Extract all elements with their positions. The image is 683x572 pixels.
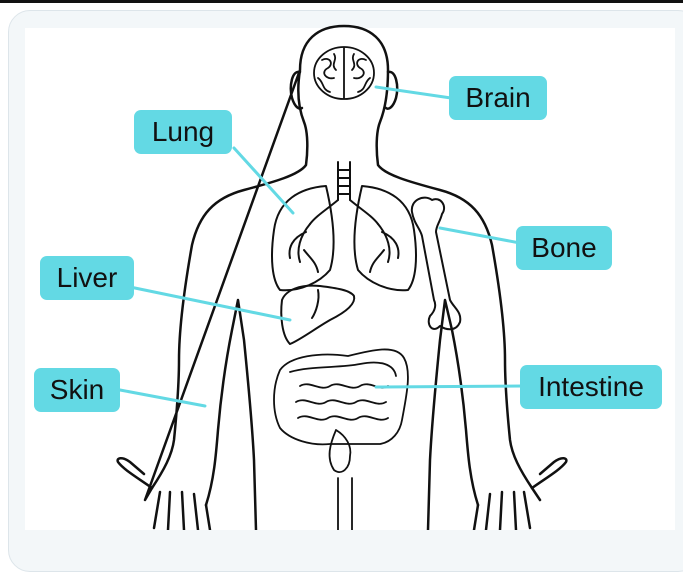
bone-leader-line xyxy=(440,228,520,243)
intestine-leader-line xyxy=(376,386,523,387)
label-liver: Liver xyxy=(40,256,134,300)
label-intestine: Intestine xyxy=(520,365,662,409)
brain-organ xyxy=(314,47,374,99)
skin-leader-line xyxy=(120,390,205,406)
intestine-organ xyxy=(274,349,408,530)
label-lung: Lung xyxy=(134,110,232,154)
lung-organ xyxy=(272,162,416,290)
label-brain: Brain xyxy=(449,76,547,120)
label-bone: Bone xyxy=(516,226,612,270)
lung-leader-line xyxy=(234,148,293,213)
bone-organ xyxy=(412,198,461,330)
label-skin: Skin xyxy=(34,368,120,412)
liver-organ xyxy=(281,286,354,344)
liver-leader-line xyxy=(130,287,290,320)
